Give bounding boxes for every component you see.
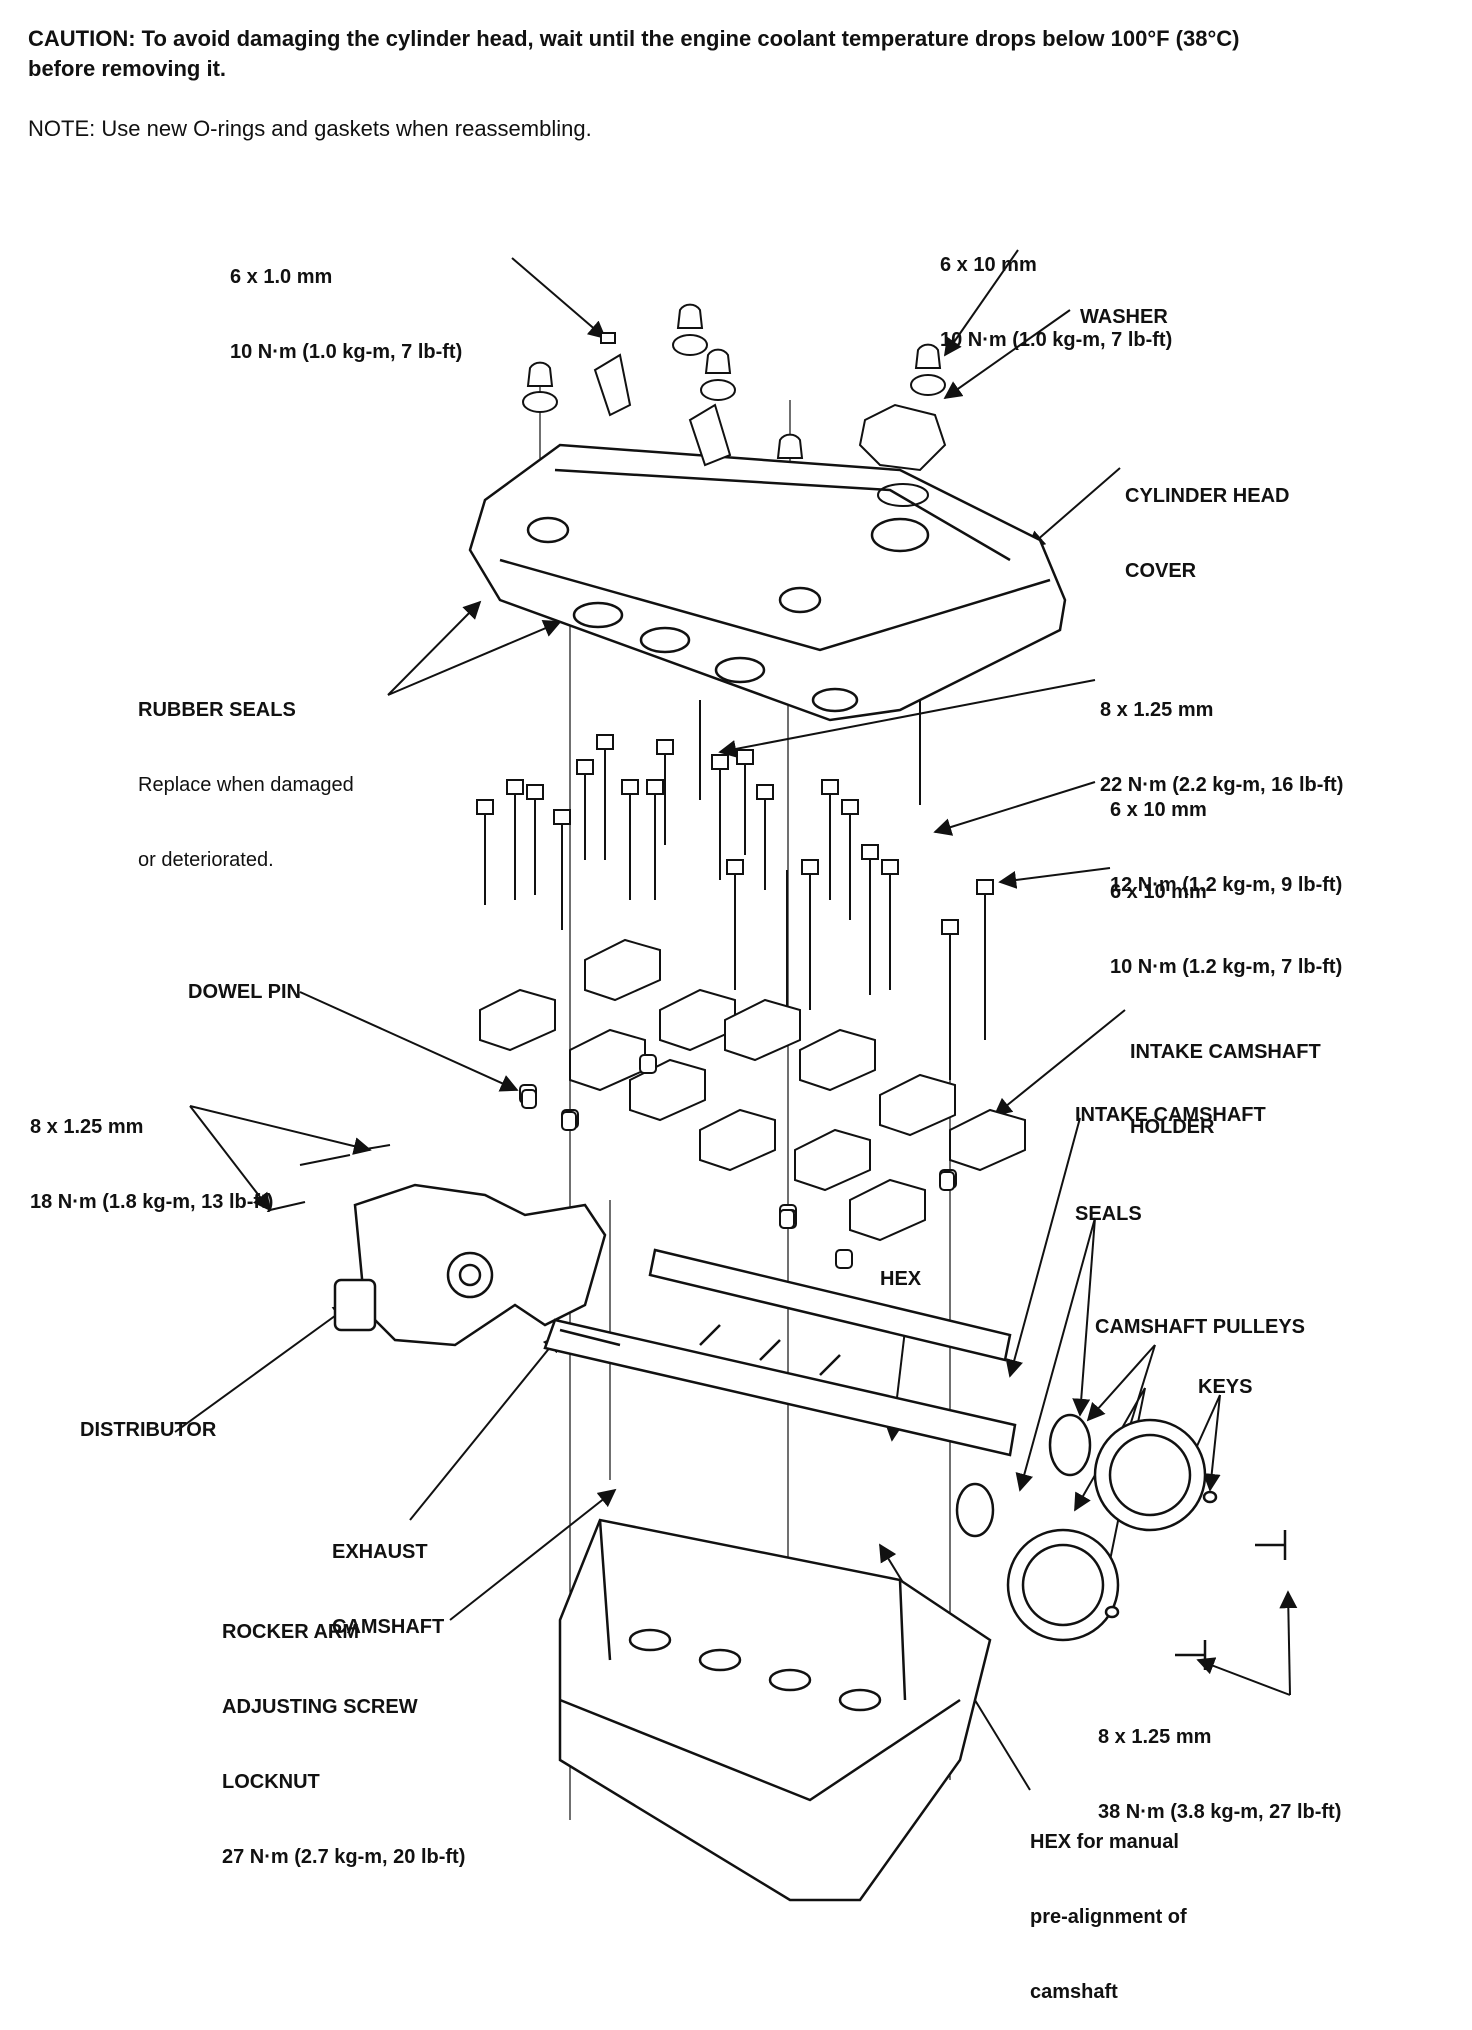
label-rubber-seals-line1: Replace when damaged: [138, 774, 354, 796]
label-exhaust-camshaft: EXHAUST CAMSHAFT: [332, 1490, 444, 1665]
label-bolt-6x10-10-torque: 10 N·m (1.2 kg-m, 7 lb-ft): [1110, 956, 1343, 978]
label-bolt-8x125-22-torque: 22 N·m (2.2 kg-m, 16 lb-ft): [1100, 774, 1344, 796]
label-seals: SEALS: [1075, 1203, 1142, 1225]
label-exhaust-camshaft-line2: CAMSHAFT: [332, 1616, 445, 1638]
label-hex-manual-line3: camshaft: [1030, 1981, 1118, 2003]
seals-and-pulleys: [955, 1413, 1287, 1670]
label-hex-manual-line2: pre-alignment of: [1030, 1906, 1187, 1928]
label-cylinder-head-cover-line2: COVER: [1125, 560, 1197, 582]
dowel-pins: [521, 1089, 955, 1229]
label-bolt-8x125-38: 8 x 1.25 mm 38 N·m (3.8 kg-m, 27 lb-ft): [1098, 1675, 1341, 1850]
label-bolt-6x10-12-torque: 12 N·m (1.2 kg-m, 9 lb-ft): [1110, 874, 1343, 896]
label-rocker-arm-line1: ROCKER ARM: [222, 1621, 360, 1643]
distributor: [269, 1144, 607, 1347]
label-dowel-pin: DOWEL PIN: [188, 981, 301, 1003]
camshaft-holders: [479, 938, 1026, 1269]
label-distributor: DISTRIBUTOR: [80, 1419, 217, 1441]
caution-text: To avoid damaging the cylinder head, wai…: [141, 26, 1240, 51]
label-washer: WASHER: [1080, 306, 1168, 328]
label-intake-camshaft-holder-line1: INTAKE CAMSHAFT: [1130, 1041, 1321, 1063]
label-bolt-8x125-22-size: 8 x 1.25 mm: [1100, 699, 1214, 721]
label-bolt-8x125-38-torque: 38 N·m (3.8 kg-m, 27 lb-ft): [1098, 1801, 1342, 1823]
note-text: Use new O-rings and gaskets when reassem…: [101, 116, 592, 141]
label-camshaft-pulleys: CAMSHAFT PULLEYS: [1095, 1316, 1305, 1338]
label-bolt-6x10-12: 6 x 10 mm 12 N·m (1.2 kg-m, 9 lb-ft): [1110, 748, 1342, 923]
cylinder-head: [558, 1518, 992, 1902]
label-bolt-6x10-10: 6 x 10 mm 10 N·m (1.2 kg-m, 7 lb-ft): [1110, 830, 1342, 1005]
label-rocker-arm-line2: ADJUSTING SCREW: [222, 1696, 418, 1718]
label-bolt-6x10-top-torque: 10 N·m (1.0 kg-m, 7 lb-ft): [940, 329, 1173, 351]
cylinder-head-exploded-diagram: [174, 249, 1298, 1902]
label-bolt-8x125-18-torque: 18 N·m (1.8 kg-m, 13 lb-ft): [30, 1191, 274, 1213]
label-rubber-seals-title: RUBBER SEALS: [138, 699, 296, 721]
label-bolt-8x125-18: 8 x 1.25 mm 18 N·m (1.8 kg-m, 13 lb-ft): [30, 1065, 273, 1240]
label-rubber-seals-line2: or deteriorated.: [138, 849, 274, 871]
bolts: [476, 700, 994, 1080]
cover-hardware: [522, 303, 947, 507]
label-intake-camshaft-holder: INTAKE CAMSHAFT HOLDER: [1130, 990, 1321, 1165]
note-notice: NOTE: Use new O-rings and gaskets when r…: [28, 114, 592, 144]
caution-notice: CAUTION: To avoid damaging the cylinder …: [28, 24, 1239, 84]
label-bolt-6x1: 6 x 1.0 mm 10 N·m (1.0 kg-m, 7 lb-ft): [230, 215, 462, 390]
label-hex-manual-line1: HEX for manual: [1030, 1831, 1179, 1853]
label-exhaust-camshaft-line1: EXHAUST: [332, 1541, 428, 1563]
label-keys: KEYS: [1198, 1376, 1253, 1398]
label-bolt-8x125-22: 8 x 1.25 mm 22 N·m (2.2 kg-m, 16 lb-ft): [1100, 648, 1343, 823]
label-rocker-arm-torque: 27 N·m (2.7 kg-m, 20 lb-ft): [222, 1846, 466, 1868]
label-bolt-8x125-18-size: 8 x 1.25 mm: [30, 1116, 144, 1138]
label-cylinder-head-cover-line1: CYLINDER HEAD: [1125, 485, 1290, 507]
camshafts: [543, 1248, 1017, 1457]
label-intake-camshaft-holder-line2: HOLDER: [1130, 1116, 1215, 1138]
label-bolt-6x1-size: 6 x 1.0 mm: [230, 266, 333, 288]
cylinder-head-cover: [468, 443, 1067, 722]
label-rocker-arm: ROCKER ARM ADJUSTING SCREW LOCKNUT 27 N·…: [222, 1570, 465, 1895]
label-bolt-6x1-torque: 10 N·m (1.0 kg-m, 7 lb-ft): [230, 341, 463, 363]
label-bolt-6x10-top: 6 x 10 mm 10 N·m (1.0 kg-m, 7 lb-ft): [940, 203, 1172, 378]
label-intake-camshaft: INTAKE CAMSHAFT: [1075, 1104, 1266, 1126]
label-bolt-8x125-38-size: 8 x 1.25 mm: [1098, 1726, 1212, 1748]
note-prefix: NOTE:: [28, 116, 96, 141]
caution-prefix: CAUTION:: [28, 26, 136, 51]
label-rocker-arm-line3: LOCKNUT: [222, 1771, 320, 1793]
label-hex-manual: HEX for manual pre-alignment of camshaft: [1030, 1780, 1187, 2030]
label-bolt-6x10-12-size: 6 x 10 mm: [1110, 799, 1207, 821]
caution-text-2: before removing it.: [28, 56, 227, 81]
label-bolt-6x10-10-size: 6 x 10 mm: [1110, 881, 1207, 903]
label-hex: HEX: [880, 1268, 922, 1290]
label-bolt-6x10-top-size: 6 x 10 mm: [940, 254, 1037, 276]
label-cylinder-head-cover: CYLINDER HEAD COVER: [1125, 434, 1289, 609]
label-rubber-seals: RUBBER SEALS Replace when damaged or det…: [138, 648, 354, 898]
